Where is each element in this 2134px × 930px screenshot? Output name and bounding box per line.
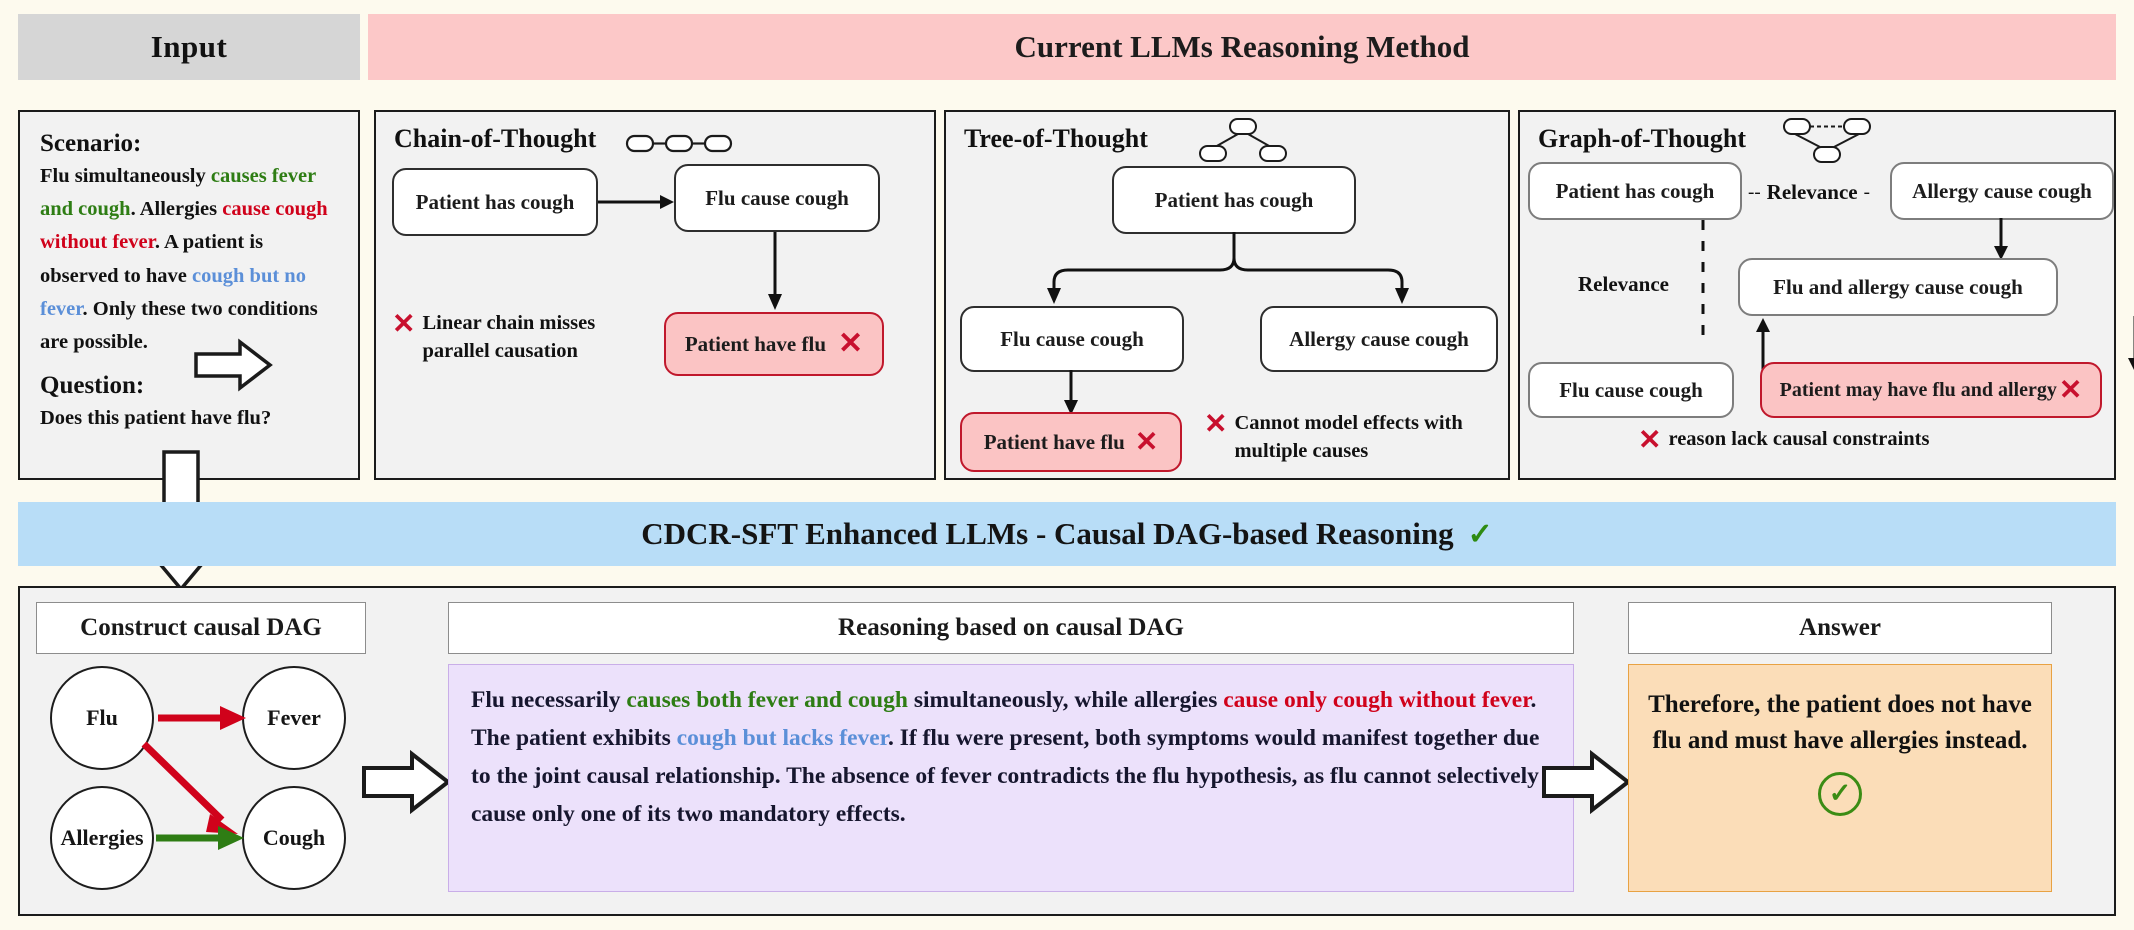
chain-of-thought-panel: Chain-of-Thought Patient has cough Flu c… xyxy=(374,110,936,480)
tot-critique-text: Cannot model effects with multiple cause… xyxy=(1234,412,1463,462)
got-node-flu-cause-cough: Flu cause cough xyxy=(1528,362,1734,418)
cdcr-bottom-panel: Construct causal DAG Reasoning based on … xyxy=(18,586,2116,916)
tot-node-x-icon: ✕ xyxy=(1134,426,1159,457)
reason-part-1: Flu necessarily xyxy=(471,687,627,713)
graph-glyph-icon xyxy=(1783,118,1871,163)
cot-critique-text: Linear chain misses parallel causation xyxy=(422,312,596,362)
got-critique: ✕ reason lack causal constraints xyxy=(1638,426,1929,454)
answer-check-icon: ✓ xyxy=(1818,771,1862,816)
got-node-flu-and-allergy-cause-cough: Flu and allergy cause cough xyxy=(1738,258,2058,316)
reason-green: causes both fever and cough xyxy=(626,687,908,713)
tot-node-patient-has-cough: Patient has cough xyxy=(1112,166,1356,234)
dag-node-fever: Fever xyxy=(242,666,346,770)
got-node-x-icon: ✕ xyxy=(2058,374,2083,405)
input-panel: Scenario: Flu simultaneously causes feve… xyxy=(18,110,360,480)
tot-node-allergy-cause-cough: Allergy cause cough xyxy=(1260,306,1498,372)
got-edge-top-label: Relevance xyxy=(1766,180,1858,204)
got-arrow-allergy-down xyxy=(1994,218,2008,260)
reason-red: cause only cough without fever xyxy=(1223,687,1531,713)
cot-node-patient-have-flu: Patient have flu ✕ xyxy=(664,312,884,376)
dag-node-allergies: Allergies xyxy=(50,786,154,890)
cot-critique: ✕ Linear chain misses parallel causation xyxy=(392,308,642,365)
got-edge-top: -- Relevance - xyxy=(1748,180,1870,205)
input-header: Input xyxy=(18,14,360,80)
scenario-red: cause cough without fever xyxy=(40,198,328,254)
tree-of-thought-panel: Tree-of-Thought Patient has cough Flu ca… xyxy=(944,110,1510,480)
arrow-input-to-cot xyxy=(194,338,273,392)
tot-node-flu-cause-cough: Flu cause cough xyxy=(960,306,1184,372)
scenario-green: causes fever and cough xyxy=(40,165,316,221)
got-relevance-dashed-line xyxy=(1701,220,1705,346)
got-bad-label: Patient may have flu and allergy xyxy=(1779,378,2057,401)
scenario-part-1: Flu simultaneously xyxy=(40,165,211,187)
cot-arrow-1 xyxy=(598,195,674,209)
got-critique-text: reason lack causal constraints xyxy=(1668,428,1930,450)
scenario-text: Flu simultaneously causes fever and coug… xyxy=(40,160,338,359)
tot-title: Tree-of-Thought xyxy=(964,124,1148,153)
scenario-part-2: . Allergies xyxy=(130,198,223,221)
got-node-patient-may-have-flu-and-allergy: Patient may have flu and allergy ✕ xyxy=(1760,362,2102,418)
tree-glyph-icon xyxy=(1199,118,1287,162)
cot-arrow-2 xyxy=(768,232,782,310)
scenario-label: Scenario: xyxy=(40,130,142,157)
dag-edges xyxy=(141,706,246,850)
reason-blue: cough but lacks fever xyxy=(676,725,888,752)
reasoning-header: Reasoning based on causal DAG xyxy=(448,602,1574,654)
got-arrow-down-to-result xyxy=(2128,316,2134,370)
dag-node-flu: Flu xyxy=(50,666,154,770)
got-node-allergy-cause-cough: Allergy cause cough xyxy=(1890,162,2114,220)
cot-node-x-icon: ✕ xyxy=(838,327,864,360)
answer-box: Therefore, the patient does not have flu… xyxy=(1628,664,2052,892)
tot-node-patient-have-flu: Patient have flu ✕ xyxy=(960,412,1182,472)
reasoning-text-box: Flu necessarily causes both fever and co… xyxy=(448,664,1574,892)
arrow-reasoning-to-answer xyxy=(1542,749,1632,815)
reason-part-4: . If flu were present, both symptoms wou… xyxy=(471,725,1540,828)
got-dash-right-icon: - xyxy=(1863,182,1870,203)
got-title: Graph-of-Thought xyxy=(1538,124,1747,153)
tot-critique: ✕ Cannot model effects with multiple cau… xyxy=(1204,408,1484,465)
dag-node-cough: Cough xyxy=(242,786,346,890)
question-label: Question: xyxy=(40,372,145,400)
tot-bad-label: Patient have flu xyxy=(983,429,1125,454)
reason-part-2: simultaneously, while allergies xyxy=(907,687,1224,713)
scenario-part-4: . Only these two conditions are possible… xyxy=(40,297,318,354)
current-llms-method-header: Current LLMs Reasoning Method xyxy=(368,14,2116,80)
scenario-part-3: . A patient is observed to have xyxy=(40,231,264,287)
question-text: Does this patient have flu? xyxy=(40,407,272,430)
got-dash-left-icon: -- xyxy=(1748,182,1761,203)
arrow-dag-to-reasoning xyxy=(362,749,452,815)
answer-text: Therefore, the patient does not have flu… xyxy=(1648,691,2032,755)
cdcr-check-icon: ✓ xyxy=(1467,517,1493,551)
construct-causal-dag-header: Construct causal DAG xyxy=(36,602,366,654)
cot-bad-label: Patient have flu xyxy=(684,331,826,356)
cdcr-sft-banner: CDCR-SFT Enhanced LLMs - Causal DAG-base… xyxy=(18,502,2116,566)
tot-branch-arrows xyxy=(1047,232,1409,304)
reason-part-3: . The patient exhibits xyxy=(471,687,1537,752)
answer-header: Answer xyxy=(1628,602,2052,654)
tot-arrow-down xyxy=(1064,370,1078,415)
tot-critique-x-icon: ✕ xyxy=(1204,408,1228,439)
cot-critique-x-icon: ✕ xyxy=(392,308,416,339)
cdcr-banner-text: CDCR-SFT Enhanced LLMs - Causal DAG-base… xyxy=(641,516,1454,551)
cot-title: Chain-of-Thought xyxy=(394,124,597,153)
cot-node-patient-has-cough: Patient has cough xyxy=(392,168,598,236)
graph-of-thought-panel: Graph-of-Thought Patient has cough -- Re… xyxy=(1518,110,2134,480)
scenario-blue: cough but no fever xyxy=(40,264,306,320)
cot-node-flu-cause-cough: Flu cause cough xyxy=(674,164,880,232)
chain-glyph-icon xyxy=(625,134,733,153)
got-critique-x-icon: ✕ xyxy=(1638,424,1662,455)
got-node-patient-has-cough: Patient has cough xyxy=(1528,162,1742,220)
got-edge-left-label: Relevance xyxy=(1578,272,1669,296)
